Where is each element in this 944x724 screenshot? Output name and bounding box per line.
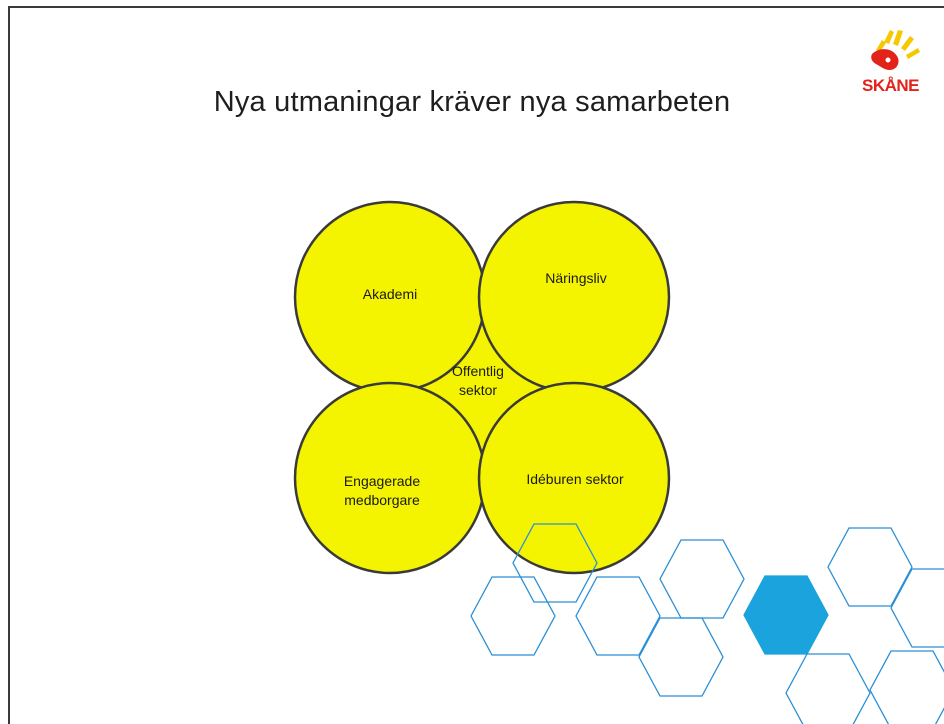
hexagon	[827, 527, 913, 607]
hexagon	[638, 617, 724, 697]
logo-text: SKÅNE	[862, 76, 920, 95]
hexagon	[575, 576, 661, 656]
hexagon-pattern	[470, 523, 944, 724]
label-offentlig-sektor: Offentlig sektor	[428, 362, 528, 400]
hexagon	[743, 575, 829, 655]
circle-ideburen	[477, 381, 671, 575]
region-skane-logo	[871, 30, 920, 70]
label-engagerade-line2: medborgare	[344, 492, 420, 508]
hexagon	[890, 568, 944, 648]
label-offentlig-line1: Offentlig	[452, 363, 504, 379]
label-engagerade-line1: Engagerade	[343, 473, 421, 489]
slide-title: Nya utmaningar kräver nya samarbeten	[213, 86, 731, 118]
griffin-head-icon	[871, 49, 899, 70]
sun-rays-icon	[876, 30, 920, 59]
hexagon	[470, 576, 556, 656]
label-akademi: Akademi	[362, 286, 418, 302]
label-ideburen: Idéburen sektor	[526, 471, 624, 487]
hexagon	[869, 650, 944, 724]
label-offentlig-line2: sektor	[458, 382, 498, 398]
hexagon	[785, 653, 871, 724]
label-naringsliv: Näringsliv	[545, 270, 607, 286]
label-engagerade: Engagerade medborgare	[322, 472, 442, 510]
hexagon	[659, 539, 745, 619]
hexagon	[512, 523, 598, 603]
